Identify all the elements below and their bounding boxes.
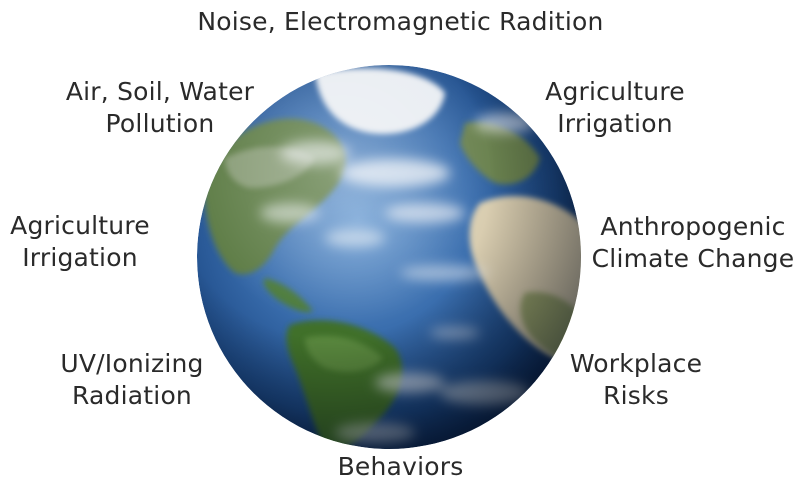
- label-line-1: Workplace: [569, 349, 703, 378]
- label-agriculture-irrigation-left: Agriculture Irrigation: [0, 210, 180, 274]
- label-line-2: Radiation: [72, 381, 192, 410]
- globe-shade: [197, 65, 581, 449]
- label-text: Noise, Electromagnetic Radition: [197, 7, 604, 36]
- label-pollution: Air, Soil, Water Pollution: [40, 76, 280, 140]
- label-line-1: Air, Soil, Water: [65, 77, 255, 106]
- label-workplace-risks: Workplace Risks: [536, 348, 736, 412]
- label-line-1: UV/Ionizing: [60, 349, 204, 378]
- label-line-2: Irrigation: [557, 109, 673, 138]
- label-text: Behaviors: [337, 452, 464, 481]
- label-line-2: Climate Change: [591, 244, 795, 273]
- label-climate-change: Anthropogenic Climate Change: [583, 211, 801, 275]
- label-line-2: Risks: [603, 381, 669, 410]
- label-noise-radiation: Noise, Electromagnetic Radition: [0, 6, 801, 38]
- label-line-1: Anthropogenic: [600, 212, 786, 241]
- label-uv-radiation: UV/Ionizing Radiation: [32, 348, 232, 412]
- label-agriculture-irrigation-right: Agriculture Irrigation: [515, 76, 715, 140]
- earth-globe-icon: [197, 65, 581, 449]
- label-line-1: Agriculture: [10, 211, 150, 240]
- label-line-2: Irrigation: [22, 243, 138, 272]
- label-line-1: Agriculture: [545, 77, 685, 106]
- label-line-2: Pollution: [105, 109, 215, 138]
- label-behaviors: Behaviors: [0, 451, 801, 483]
